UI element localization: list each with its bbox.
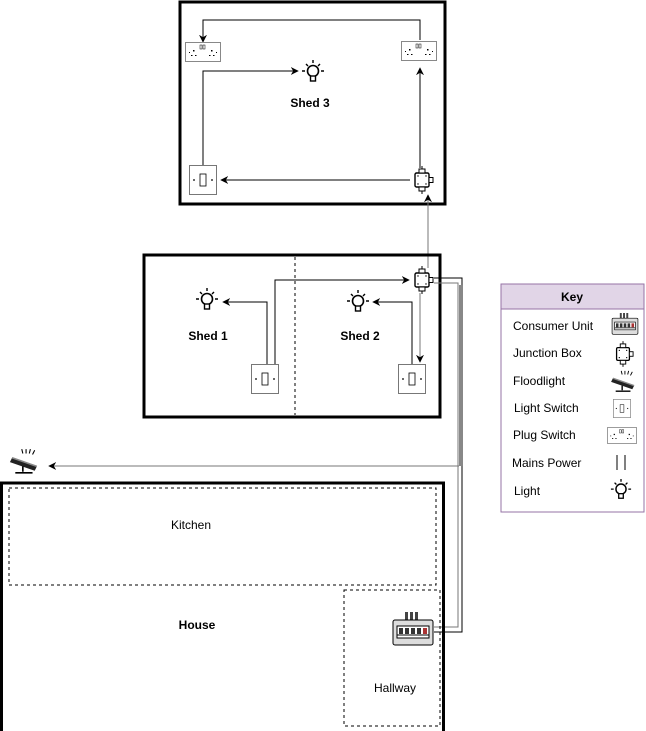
house-label: House [179,618,216,632]
junction-box-icon [414,166,434,194]
floodlight-icon [9,448,38,474]
hallway-room [343,589,441,727]
light-switch-icon [251,364,279,394]
house [0,481,445,731]
light-icon [301,60,325,82]
shed-1-2-building [142,253,442,419]
key-title: Key [561,290,583,304]
mains-power-icon [616,455,626,470]
key-label: Light Switch [514,401,579,415]
consumer-unit-icon [392,612,434,646]
light-switch-icon [398,364,426,394]
key-label: Junction Box [513,346,582,360]
mains-power-cable [48,277,463,633]
hallway-label: Hallway [374,681,416,695]
light-switch-icon [189,165,217,195]
shed-3-wires [199,19,432,268]
shed-1-label: Shed 1 [188,329,228,343]
plug-switch-icon [607,427,637,444]
light-icon [346,290,370,312]
key-label: Mains Power [512,456,581,470]
kitchen-label: Kitchen [171,518,211,532]
shed-1-2-wires [222,276,424,364]
junction-box-icon [414,266,434,294]
shed-3-room [178,0,447,206]
plug-switch-icon [401,41,437,61]
light-icon [195,288,219,310]
key-label: Plug Switch [513,428,576,442]
plug-switch-icon [185,42,221,62]
shed-3-label: Shed 3 [290,96,330,110]
key-legend: Key Consumer Unit Junction Box Floodligh… [500,283,645,513]
light-switch-icon [613,399,631,418]
key-label: Consumer Unit [513,319,594,333]
kitchen-room [8,487,437,586]
key-label: Floodlight [513,374,566,388]
key-label: Light [514,484,541,498]
shed-2-label: Shed 2 [340,329,380,343]
